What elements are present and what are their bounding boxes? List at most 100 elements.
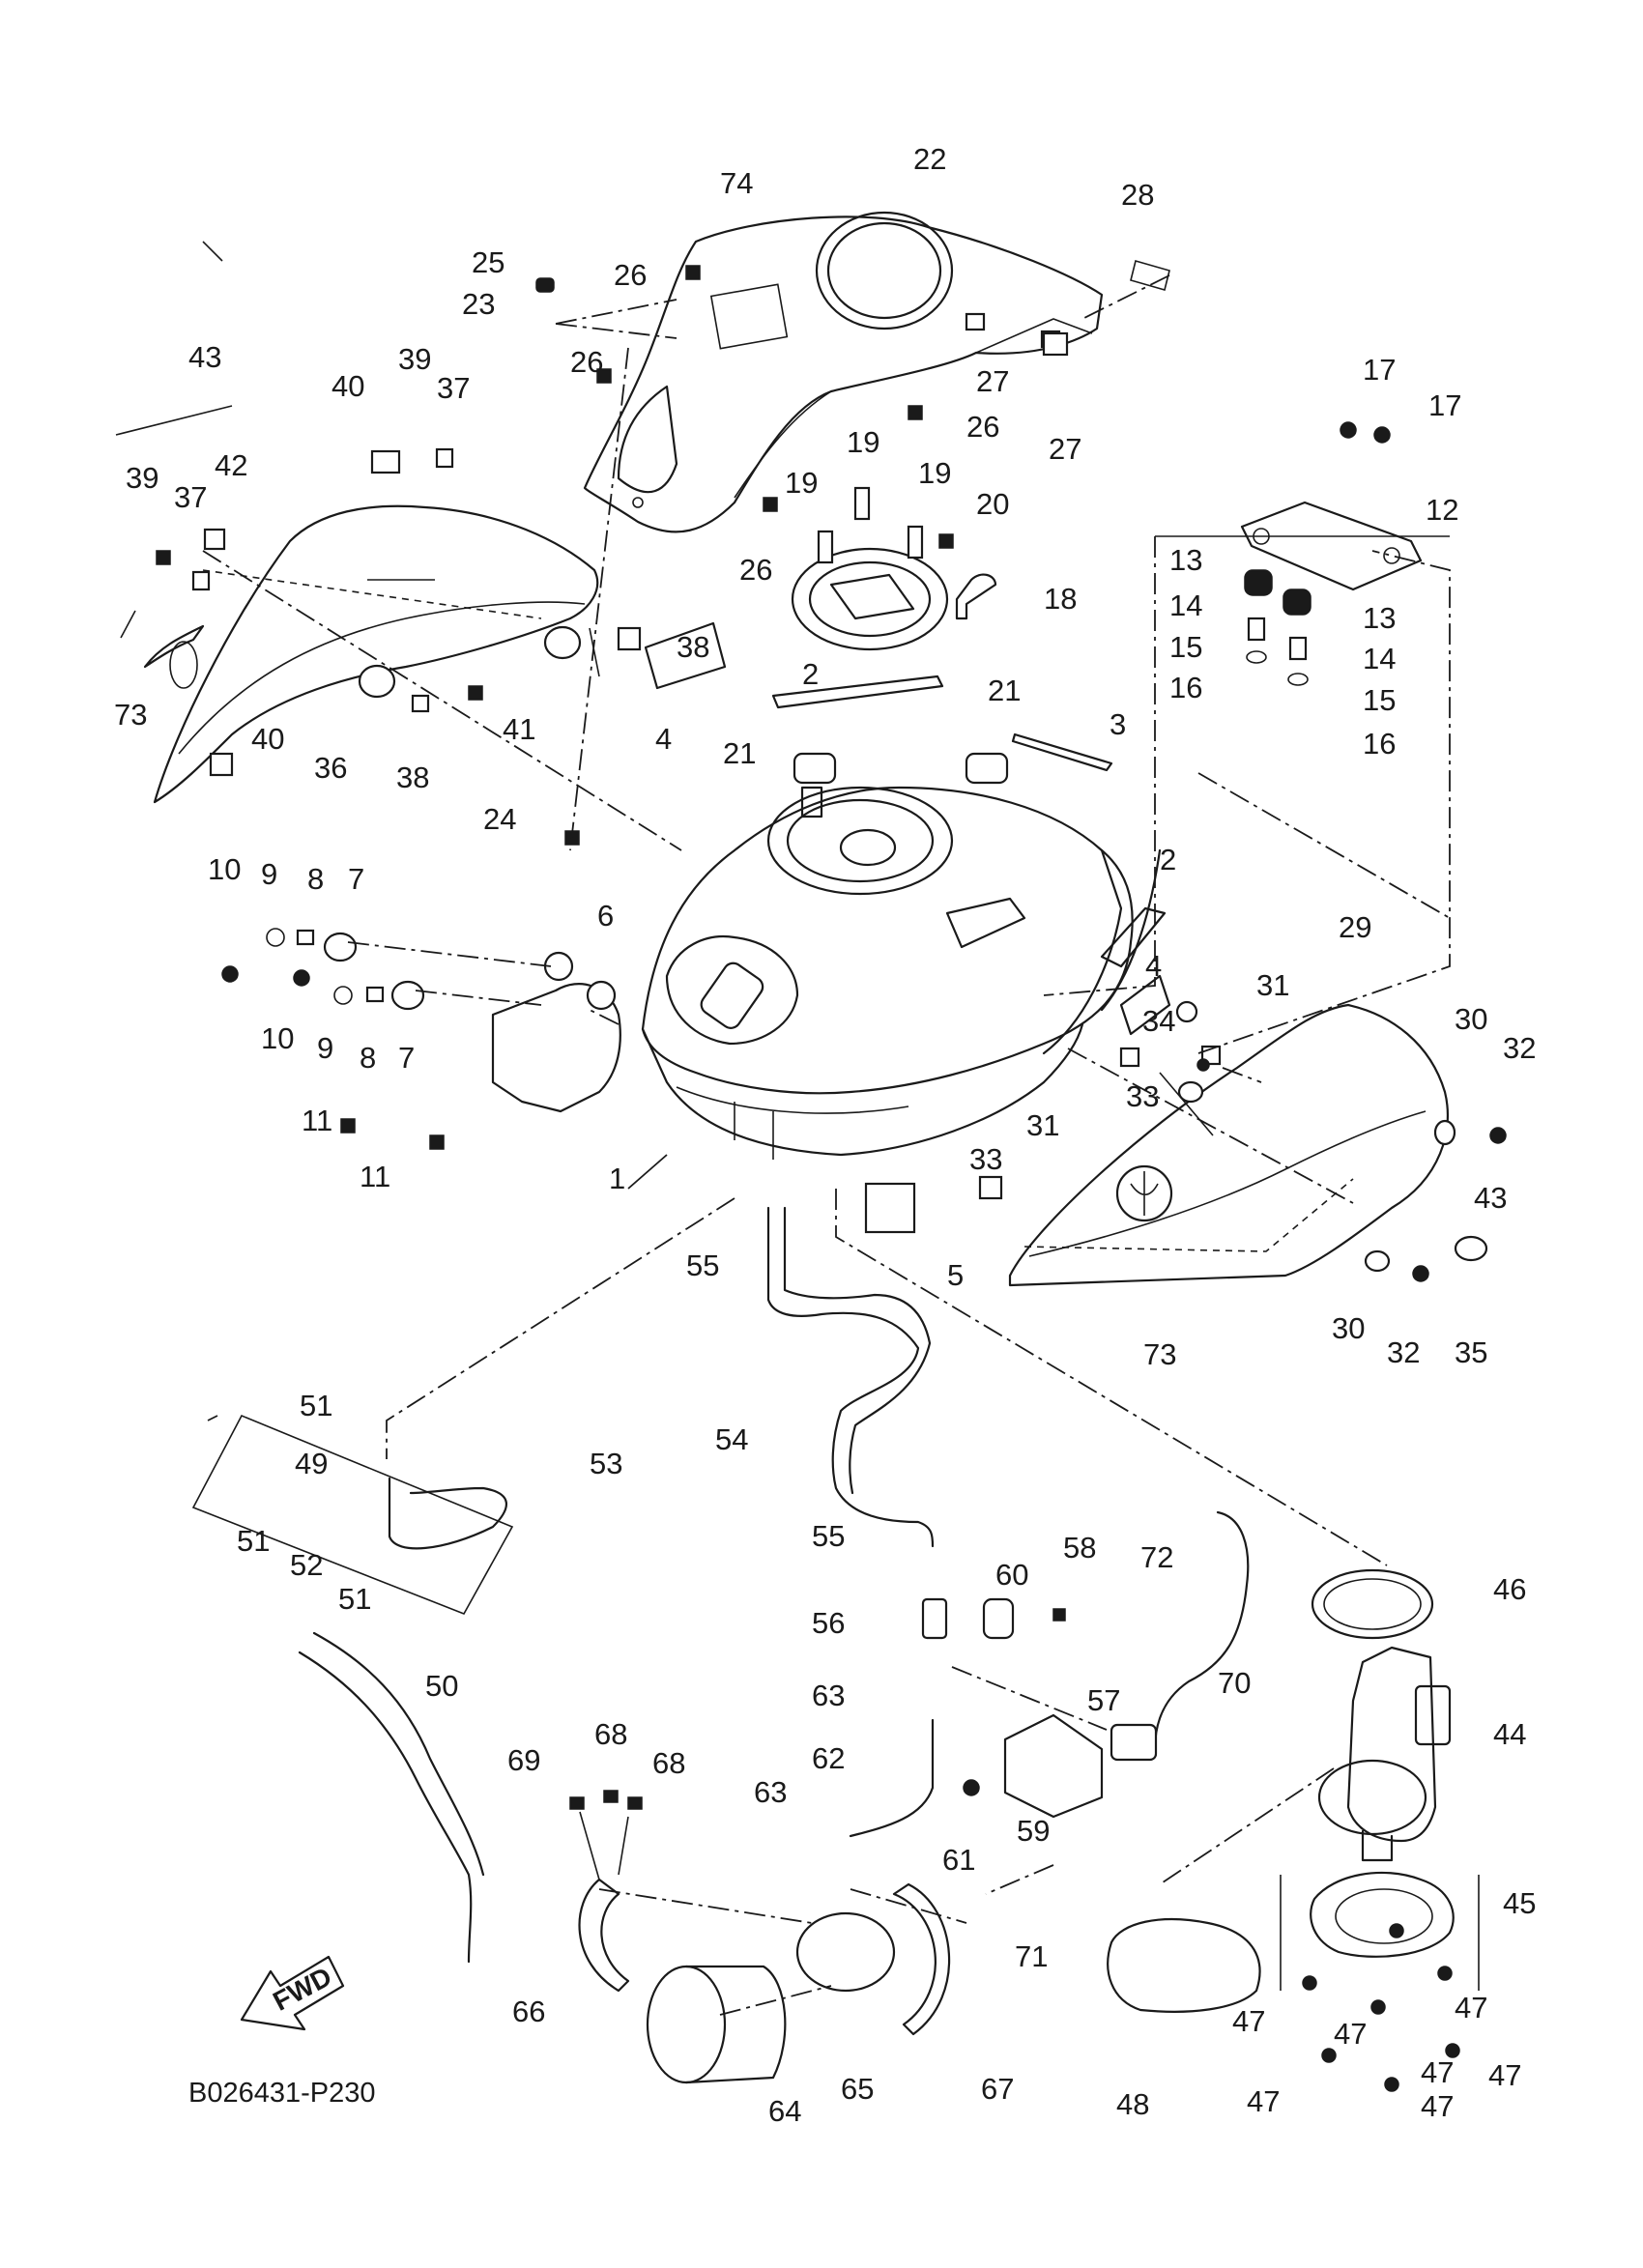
hose-bracket [1003, 1713, 1104, 1819]
callout-28: 28 [1121, 178, 1154, 212]
callout-44: 44 [1493, 1717, 1526, 1751]
callout-55: 55 [686, 1249, 719, 1282]
callout-16: 16 [1363, 727, 1396, 761]
loop-hose [1107, 1917, 1261, 2013]
callout-12: 12 [1426, 493, 1458, 527]
callout-59: 59 [1017, 1814, 1050, 1848]
callout-62: 62 [812, 1741, 845, 1775]
callout-2: 2 [1160, 843, 1176, 876]
callout-47: 47 [1455, 1991, 1487, 2024]
callout-52: 52 [290, 1548, 323, 1582]
callout-39: 39 [398, 342, 431, 376]
breather-hose [388, 1477, 508, 1550]
callout-47: 47 [1247, 2084, 1280, 2118]
callout-24: 24 [483, 802, 516, 836]
callout-8: 8 [307, 862, 324, 896]
callout-9: 9 [261, 857, 277, 891]
forward-arrow-icon: FWD [240, 1955, 345, 2031]
callout-26: 26 [739, 553, 772, 587]
callout-47: 47 [1232, 2004, 1265, 2038]
callout-15: 15 [1363, 683, 1396, 717]
callout-31: 31 [1256, 968, 1289, 1002]
callout-13: 13 [1363, 601, 1396, 635]
callout-11: 11 [302, 1104, 332, 1137]
callout-69: 69 [507, 1743, 540, 1777]
callout-20: 20 [976, 487, 1009, 521]
callout-42: 42 [215, 448, 247, 482]
callout-68: 68 [594, 1717, 627, 1751]
callout-66: 66 [512, 1995, 545, 2028]
callout-11: 11 [360, 1160, 390, 1193]
drain-hose [298, 1651, 473, 1964]
callout-10: 10 [261, 1021, 294, 1055]
callout-47: 47 [1488, 2058, 1521, 2092]
callout-41: 41 [503, 712, 535, 746]
callout-56: 56 [812, 1606, 845, 1640]
callout-19: 19 [785, 466, 818, 500]
callout-27: 27 [1049, 432, 1081, 466]
callout-70: 70 [1218, 1666, 1251, 1700]
callout-15: 15 [1169, 630, 1202, 664]
callout-19: 19 [918, 456, 951, 490]
drawing-code: B026431-P230 [188, 2078, 376, 2109]
callout-47: 47 [1421, 2055, 1454, 2089]
callout-8: 8 [360, 1041, 376, 1075]
callout-32: 32 [1503, 1031, 1536, 1065]
callout-53: 53 [590, 1447, 622, 1480]
callout-19: 19 [847, 425, 879, 459]
filter-bracket-left [578, 1878, 630, 1993]
fwd-label: FWD [268, 1961, 336, 2016]
callout-35: 35 [1455, 1335, 1487, 1369]
callout-30: 30 [1332, 1311, 1365, 1345]
callout-40: 40 [251, 722, 284, 756]
pump-plate [1310, 1871, 1455, 1958]
callout-16: 16 [1169, 671, 1202, 704]
callout-14: 14 [1363, 642, 1396, 675]
callout-43: 43 [188, 340, 221, 374]
callout-21: 21 [723, 736, 756, 770]
callout-26: 26 [570, 345, 603, 379]
pump-gasket [1311, 1568, 1434, 1640]
callout-68: 68 [652, 1746, 685, 1780]
fasteners [115, 241, 1507, 2092]
fuel-filter [646, 1965, 787, 2084]
callout-45: 45 [1503, 1886, 1536, 1920]
callout-38: 38 [677, 630, 709, 664]
leader-lines [191, 274, 1480, 2016]
callout-37: 37 [437, 371, 470, 405]
return-hose [1153, 1510, 1250, 1751]
callout-55: 55 [812, 1519, 845, 1553]
callout-63: 63 [812, 1679, 845, 1712]
callout-47: 47 [1421, 2089, 1454, 2123]
callout-51: 51 [338, 1582, 371, 1616]
callout-67: 67 [981, 2072, 1014, 2106]
pump-plate-inner [1335, 1888, 1433, 1944]
callout-46: 46 [1493, 1572, 1526, 1606]
callout-73: 73 [1143, 1337, 1176, 1371]
callout-2: 2 [802, 657, 819, 691]
callout-47: 47 [1334, 2017, 1367, 2051]
callout-26: 26 [966, 410, 999, 444]
callout-32: 32 [1387, 1335, 1420, 1369]
callout-1: 1 [609, 1162, 625, 1195]
callout-39: 39 [126, 461, 159, 495]
callout-33: 33 [1126, 1079, 1159, 1113]
short-hose [849, 1718, 935, 1838]
tank-bracket [491, 951, 621, 1113]
callout-38: 38 [396, 761, 429, 794]
callout-36: 36 [314, 751, 347, 785]
callout-48: 48 [1116, 2087, 1149, 2121]
side-cover-right [1008, 1003, 1449, 1287]
callout-51: 51 [300, 1389, 332, 1422]
callout-17: 17 [1363, 353, 1396, 387]
callout-9: 9 [317, 1031, 333, 1065]
callout-29: 29 [1339, 910, 1371, 944]
callout-7: 7 [348, 862, 364, 896]
callout-4: 4 [1145, 949, 1162, 983]
callout-65: 65 [841, 2072, 874, 2106]
fuel-pump [1317, 1646, 1452, 1862]
callout-37: 37 [174, 480, 207, 514]
callout-14: 14 [1169, 589, 1202, 622]
callout-61: 61 [942, 1843, 975, 1877]
